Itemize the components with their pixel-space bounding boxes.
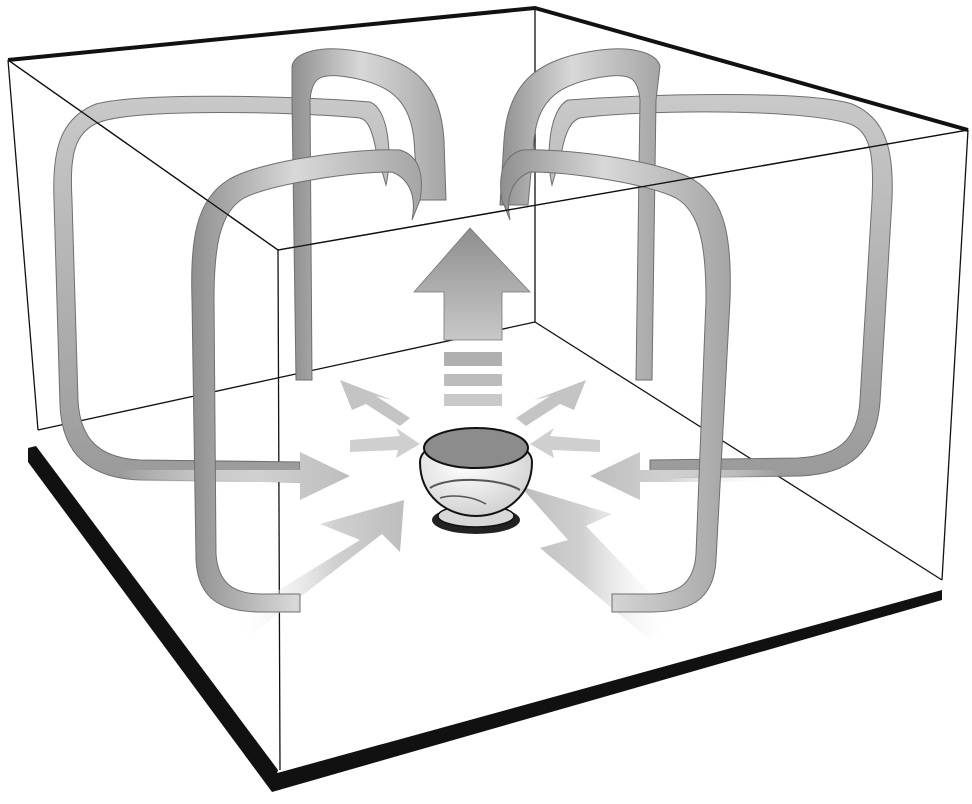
updraft-segment-1 bbox=[444, 352, 502, 366]
updraft-arrow bbox=[414, 228, 530, 406]
inflow-arrow-2 bbox=[516, 380, 586, 426]
updraft-segment-2 bbox=[444, 374, 502, 386]
inflow-arrow-6 bbox=[520, 486, 676, 640]
box-back-edges bbox=[8, 8, 968, 770]
updraft-segment-3 bbox=[444, 394, 502, 406]
inflow-arrow-5 bbox=[230, 500, 404, 634]
inflow-arrow-8 bbox=[530, 428, 600, 458]
air-circulator-fan bbox=[420, 428, 532, 534]
inflow-arrow-3 bbox=[120, 452, 350, 500]
inflow-arrow-1 bbox=[340, 380, 410, 426]
inflow-arrow-7 bbox=[350, 428, 420, 458]
room-box bbox=[8, 8, 968, 250]
updraft-arrow-head bbox=[414, 228, 530, 340]
